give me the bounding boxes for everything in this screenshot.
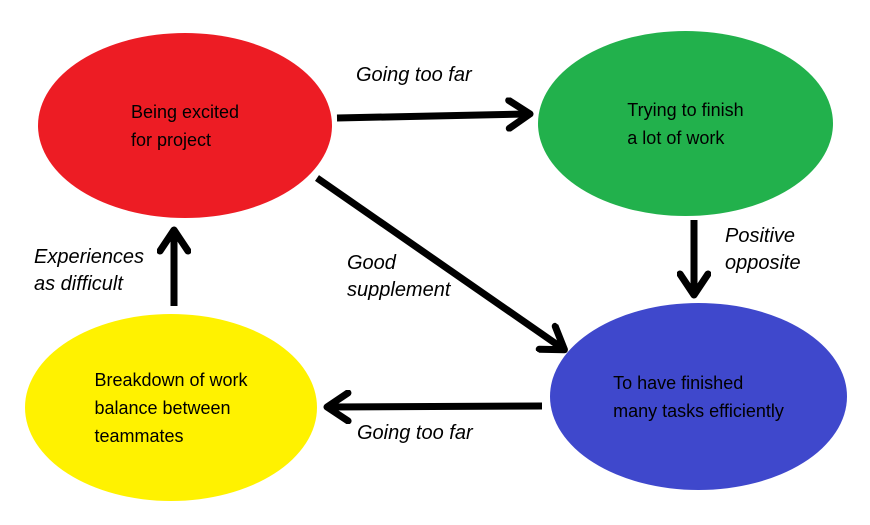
node-label-line: To have finished (613, 372, 744, 393)
edge-label-line: Going too far (356, 64, 472, 86)
arrow-excited-to-trying (336, 114, 527, 118)
edge-label-line: opposite (725, 252, 801, 274)
node-label: Breakdown of work balance between teamma… (94, 366, 247, 450)
node-label: Trying to finish a lot of work (627, 96, 743, 152)
node-finished-tasks: To have finished many tasks efficiently (550, 303, 847, 490)
node-trying-to-finish: Trying to finish a lot of work (538, 31, 833, 216)
edge-label-line: Positive (725, 225, 796, 247)
node-label: To have finished many tasks efficiently (613, 369, 784, 425)
node-label-line: Being excited (130, 101, 240, 122)
edge-label-going-too-far-top: Going too far (356, 62, 472, 89)
node-label-line: teammates (94, 425, 184, 446)
edge-label-line: Good (347, 252, 396, 274)
edge-label-positive-opposite: Positive opposite (725, 223, 801, 277)
edge-label-good-supplement: Good supplement (347, 250, 450, 304)
edge-label-going-too-far-bottom: Going too far (357, 420, 473, 447)
edge-label-line: supplement (347, 279, 451, 301)
arrow-finished-to-breakdown (330, 406, 543, 407)
edge-label-line: Going too far (357, 422, 473, 444)
node-label-line: many tasks efficiently (613, 400, 784, 421)
node-label: Being excited for project (131, 98, 239, 154)
edge-label-line: Experiences (34, 246, 145, 268)
node-work-breakdown: Breakdown of work balance between teamma… (25, 314, 317, 501)
node-label-line: balance between (94, 397, 231, 418)
arrow-excited-to-finished (315, 175, 562, 348)
edge-label-experiences-as-difficult: Experiences as difficult (34, 244, 144, 298)
node-label-line: a lot of work (627, 127, 725, 148)
node-label-line: Trying to finish (627, 99, 744, 120)
node-being-excited: Being excited for project (38, 33, 332, 218)
node-label-line: for project (130, 129, 211, 150)
edge-label-line: as difficult (34, 273, 123, 295)
node-label-line: Breakdown of work (94, 369, 248, 390)
